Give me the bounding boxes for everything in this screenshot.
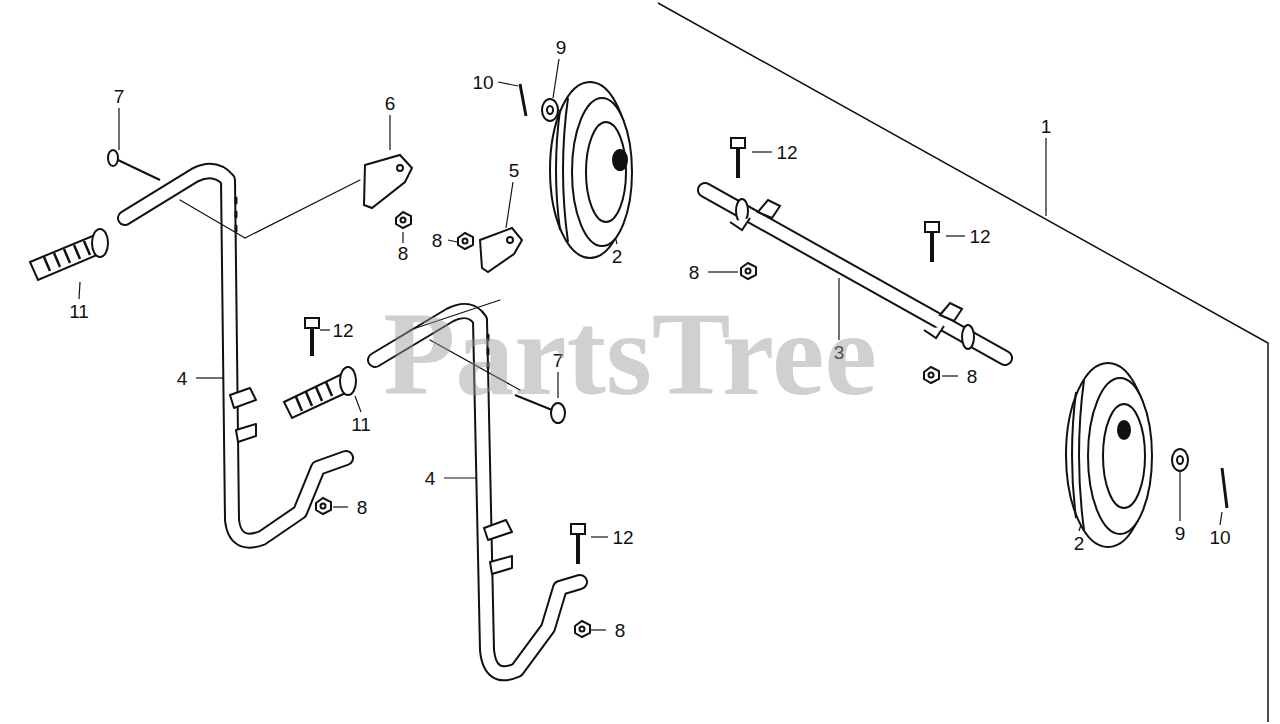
callout-number: 10 xyxy=(1209,528,1230,547)
callout-number: 8 xyxy=(357,498,368,517)
flange-bolt xyxy=(305,138,939,564)
callout-number: 11 xyxy=(69,302,89,321)
flange-nut xyxy=(316,212,939,637)
callout-number: 7 xyxy=(114,87,125,106)
callout-number: 12 xyxy=(612,528,633,547)
callout-number: 2 xyxy=(612,247,623,266)
bracket xyxy=(364,155,522,272)
callout-number: 8 xyxy=(432,231,443,250)
leader-lines xyxy=(79,59,1222,630)
callout-number: 4 xyxy=(177,369,188,388)
callout-number: 10 xyxy=(472,73,493,92)
callout-number: 1 xyxy=(1041,117,1052,136)
callout-number: 9 xyxy=(556,38,567,57)
callout-number: 12 xyxy=(969,227,990,246)
callout-number: 8 xyxy=(689,263,700,282)
handle-grip xyxy=(30,229,356,418)
callout-number: 4 xyxy=(425,469,436,488)
callout-number: 8 xyxy=(398,244,409,263)
callout-number: 5 xyxy=(509,161,520,180)
callout-number: 11 xyxy=(351,415,371,434)
callout-number: 8 xyxy=(615,621,626,640)
handle-frame xyxy=(125,171,580,673)
callout-number: 2 xyxy=(1074,534,1085,553)
callout-number: 6 xyxy=(385,94,396,113)
callout-number: 9 xyxy=(1175,524,1186,543)
callout-number: 12 xyxy=(776,143,797,162)
callout-number: 8 xyxy=(967,367,978,386)
callout-number: 12 xyxy=(332,321,353,340)
washer xyxy=(542,99,1188,471)
watermark: PartsTree xyxy=(383,296,877,414)
